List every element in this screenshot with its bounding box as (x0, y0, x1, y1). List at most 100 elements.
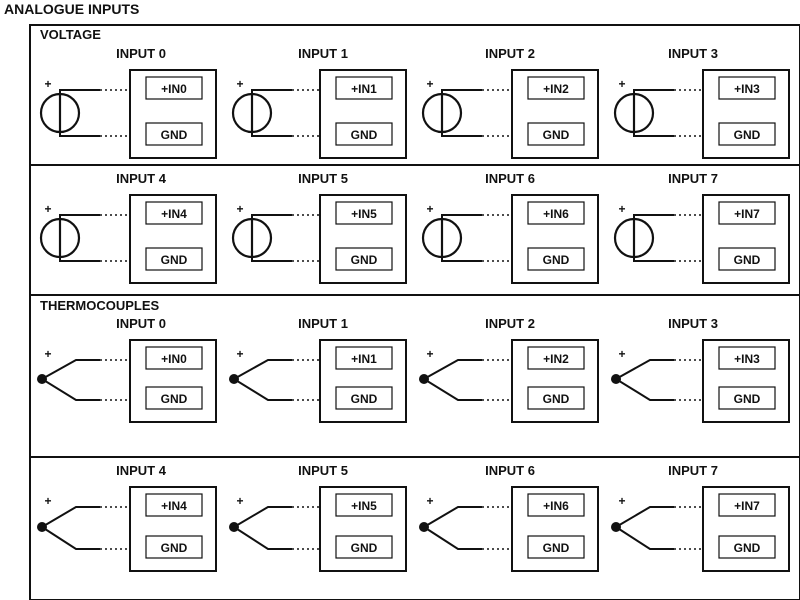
positive-terminal-box (335, 76, 393, 100)
positive-terminal-label: +IN2 (543, 352, 569, 366)
thermocouple-junction (37, 374, 47, 384)
input-title: INPUT 2 (485, 46, 535, 61)
thermocouple-wire-negative (423, 378, 482, 401)
thermocouple-icon (611, 359, 674, 401)
positive-terminal-box (527, 201, 585, 225)
positive-terminal-label: +IN2 (543, 82, 569, 96)
thermocouple-junction (611, 374, 621, 384)
ground-terminal-box (145, 386, 203, 410)
ground-terminal-box (145, 247, 203, 271)
positive-terminal-box (718, 346, 776, 370)
ground-terminal-box (335, 386, 393, 410)
polarity-plus-label: + (426, 202, 433, 216)
thermocouple-wire-positive (41, 359, 100, 380)
source-lead-top (59, 214, 100, 219)
polarity-plus-label: + (44, 494, 51, 508)
thermocouple-wire-negative (423, 526, 482, 550)
ground-terminal-box (527, 247, 585, 271)
ground-terminal-box (527, 386, 585, 410)
positive-terminal-box (527, 346, 585, 370)
thermocouple-icon (611, 506, 674, 550)
polarity-plus-label: + (618, 77, 625, 91)
thermocouple-wire-negative (41, 526, 100, 550)
ground-terminal-label: GND (734, 253, 761, 267)
input-title: INPUT 6 (485, 463, 535, 478)
positive-terminal-label: +IN0 (161, 82, 187, 96)
outer-frame (29, 24, 800, 600)
positive-terminal-label: +IN1 (351, 352, 377, 366)
positive-terminal-box (145, 493, 203, 517)
ground-terminal-label: GND (543, 392, 570, 406)
ground-terminal-label: GND (543, 128, 570, 142)
ground-terminal-box (718, 535, 776, 559)
polarity-plus-label: + (44, 202, 51, 216)
input-title: INPUT 6 (485, 171, 535, 186)
input-title: INPUT 7 (668, 463, 718, 478)
input-title: INPUT 5 (298, 463, 348, 478)
positive-terminal-label: +IN6 (543, 207, 569, 221)
positive-terminal-box (335, 201, 393, 225)
input-title: INPUT 1 (298, 46, 348, 61)
input-title: INPUT 7 (668, 171, 718, 186)
thermocouple-wire-positive (615, 359, 674, 380)
thermocouple-wire-positive (423, 506, 482, 528)
source-lead-bottom (251, 132, 292, 137)
ground-terminal-box (335, 122, 393, 146)
source-lead-top (59, 89, 100, 94)
ground-terminal-label: GND (351, 392, 378, 406)
ground-terminal-box (335, 247, 393, 271)
ground-terminal-label: GND (543, 541, 570, 555)
polarity-plus-label: + (618, 494, 625, 508)
input-title: INPUT 4 (116, 463, 167, 478)
thermocouple-wire-negative (615, 378, 674, 401)
thermocouple-icon (37, 359, 100, 401)
ground-terminal-label: GND (734, 392, 761, 406)
positive-terminal-box (335, 346, 393, 370)
source-lead-bottom (633, 257, 674, 262)
ground-terminal-label: GND (543, 253, 570, 267)
positive-terminal-label: +IN7 (734, 207, 760, 221)
source-lead-top (633, 214, 674, 219)
positive-terminal-box (335, 493, 393, 517)
thermocouple-junction (611, 522, 621, 532)
ground-terminal-label: GND (734, 128, 761, 142)
thermocouple-icon (229, 506, 292, 550)
voltage-source-icon (231, 214, 292, 262)
thermocouple-junction (37, 522, 47, 532)
ground-terminal-box (527, 122, 585, 146)
polarity-plus-label: + (236, 202, 243, 216)
polarity-plus-label: + (44, 77, 51, 91)
ground-terminal-box (718, 122, 776, 146)
thermocouple-wire-positive (233, 506, 292, 528)
input-title: INPUT 5 (298, 171, 348, 186)
voltage-source-icon (613, 89, 674, 137)
input-title: INPUT 0 (116, 46, 166, 61)
source-lead-top (633, 89, 674, 94)
polarity-plus-label: + (426, 494, 433, 508)
thermocouple-junction (229, 522, 239, 532)
ground-terminal-label: GND (161, 253, 188, 267)
source-lead-bottom (251, 257, 292, 262)
ground-terminal-box (335, 535, 393, 559)
thermocouple-wire-negative (615, 526, 674, 550)
source-lead-top (441, 89, 482, 94)
section-label: VOLTAGE (40, 27, 101, 42)
thermocouple-junction (419, 522, 429, 532)
source-lead-bottom (59, 132, 100, 137)
ground-terminal-box (718, 247, 776, 271)
thermocouple-icon (37, 506, 100, 550)
input-title: INPUT 2 (485, 316, 535, 331)
positive-terminal-label: +IN1 (351, 82, 377, 96)
polarity-plus-label: + (44, 347, 51, 361)
voltage-source-icon (39, 89, 100, 137)
